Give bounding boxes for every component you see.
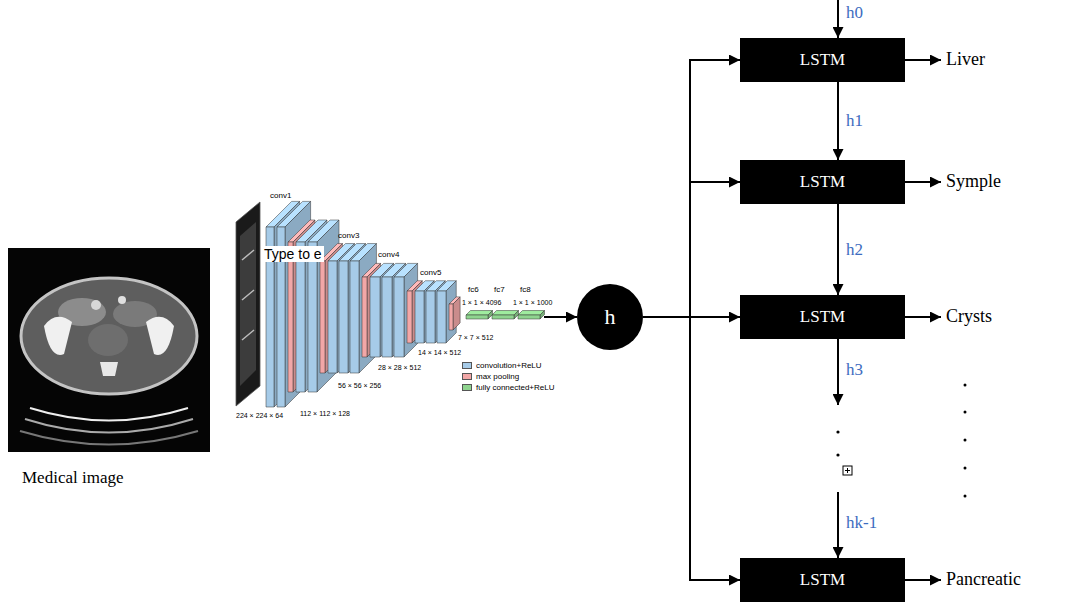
hidden-state-label: h0 <box>846 3 863 23</box>
connector-arrow <box>837 82 839 160</box>
legend-swatch <box>462 384 472 391</box>
lstm-cell: LSTM <box>740 38 905 82</box>
layer-name: fc7 <box>494 285 505 294</box>
dimension: 14 × 14 × 512 <box>418 349 461 357</box>
hidden-state-label: h3 <box>846 360 863 380</box>
layer-name: conv3 <box>338 231 359 240</box>
lstm-cell: LSTM <box>740 558 905 602</box>
conv-layer <box>370 263 394 357</box>
node-text: LSTM <box>800 50 845 70</box>
node-text: LSTM <box>800 307 845 327</box>
vgg-layers <box>266 201 544 407</box>
state-arrow <box>837 339 839 405</box>
dimension: 112 × 112 × 128 <box>300 410 350 418</box>
node-text: h <box>605 304 616 329</box>
dimension: 1 × 1 × 4096 <box>462 299 501 307</box>
image-caption: Medical image <box>22 468 124 488</box>
fc-layer <box>466 311 492 319</box>
expand-symbol <box>843 466 852 475</box>
fc-layer <box>492 311 518 319</box>
output-arrows <box>905 60 941 580</box>
connector-arrow <box>643 60 740 317</box>
connector-arrow <box>643 317 740 580</box>
layer-name: conv5 <box>420 268 441 277</box>
hidden-state-label: hk-1 <box>846 513 877 533</box>
output-label: Symple <box>946 171 1001 192</box>
layer-name: conv4 <box>378 250 399 259</box>
connector-arrow <box>643 182 740 317</box>
dimension: 7 × 7 × 512 <box>458 334 493 342</box>
state-arrow <box>837 492 839 558</box>
layer-name: conv1 <box>270 191 291 200</box>
feature-arrow <box>544 316 577 318</box>
layer-name: fc6 <box>468 285 479 294</box>
output-label: Liver <box>946 49 985 70</box>
output-label: Pancreatic <box>946 569 1021 590</box>
hidden-state-label: h2 <box>845 240 864 260</box>
overlay-text: Type to e <box>262 246 324 262</box>
dimension: 1 × 1 × 1000 <box>513 299 552 307</box>
legend-row: convolution+ReLU <box>462 360 555 371</box>
pool-layer <box>449 297 460 330</box>
lstm-cell: LSTM <box>740 160 905 204</box>
legend-row: max pooling <box>462 371 555 382</box>
layer-name: fc8 <box>520 285 531 294</box>
node-text: LSTM <box>800 172 845 192</box>
legend-swatch <box>462 362 472 369</box>
lstm-cell: LSTM <box>740 295 905 339</box>
legend-text: max pooling <box>476 372 519 381</box>
dimension: 28 × 28 × 512 <box>378 364 421 372</box>
node-text: LSTM <box>800 570 845 590</box>
ellipsis-dots <box>836 384 966 498</box>
legend-row: fully connected+ReLU <box>462 382 555 393</box>
connector-arrow <box>837 204 839 295</box>
ct-scan-image <box>8 248 210 452</box>
hidden-state-label: h1 <box>845 111 864 131</box>
legend-swatch <box>462 373 472 380</box>
dimension: 224 × 224 × 64 <box>236 412 283 420</box>
legend-text: convolution+ReLU <box>476 361 542 370</box>
initial-state-arrow <box>837 0 839 38</box>
conv-layer <box>382 263 406 357</box>
hidden-state-circle: h <box>577 284 643 350</box>
legend: convolution+ReLU max pooling fully connect… <box>462 360 555 393</box>
input-image-slab <box>236 202 260 406</box>
fc-layer <box>518 311 544 319</box>
output-label: Crysts <box>946 306 992 327</box>
pool-layer <box>362 263 381 357</box>
legend-text: fully connected+ReLU <box>476 383 555 392</box>
dimension: 56 × 56 × 256 <box>338 382 381 390</box>
